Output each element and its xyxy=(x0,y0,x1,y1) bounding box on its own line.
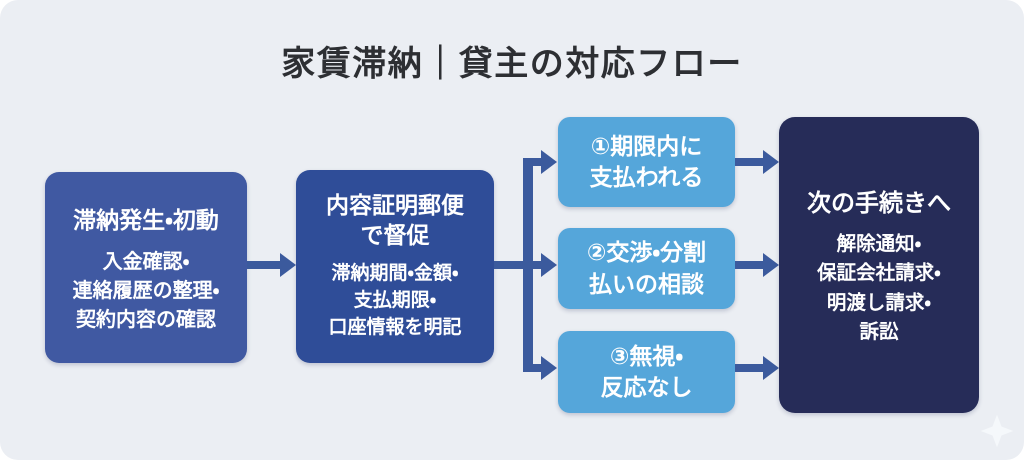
final-next-procedures-box: 次の手続きへ 解除通知・ 保証会社請求・ 明渡し請求・ 訴訟 xyxy=(779,117,979,413)
page-title: 家賃滞納｜貸主の対応フロー xyxy=(281,45,743,83)
outcome3-ignored-no-response-box: ③無視・ 反応なし xyxy=(558,331,735,413)
step1-initial-response-box: 滞納発生・初動 入金確認・ 連絡履歴の整理・ 契約内容の確認 xyxy=(45,172,247,363)
step1-body: 入金確認・ 連絡履歴の整理・ 契約内容の確認 xyxy=(72,250,220,331)
outcome1-label: ①期限内に 支払われる xyxy=(589,132,704,190)
step2-body: 滞納期間・金額・ 支払期限・ 口座情報を明記 xyxy=(328,262,462,338)
outcome2-label: ②交渉・分割 払いの相談 xyxy=(586,239,707,297)
arrow-outcome2-to-final xyxy=(735,261,763,269)
step2-demand-letter-box: 内容証明郵便 で督促 滞納期間・金額・ 支払期限・ 口座情報を明記 xyxy=(296,170,494,363)
step1-heading: 滞納発生・初動 xyxy=(73,206,219,233)
arrow-outcome3-to-final xyxy=(735,364,763,372)
arrow-branch-to-outcome3 xyxy=(533,364,541,372)
final-heading: 次の手続きへ xyxy=(807,190,951,217)
arrow-outcome1-to-final xyxy=(735,158,763,166)
step2-heading: 内容証明郵便 で督促 xyxy=(326,192,464,249)
arrow-step1-to-step2 xyxy=(247,261,280,269)
arrow-branch-to-outcome1 xyxy=(533,158,541,166)
final-body: 解除通知・ 保証会社請求・ 明渡し請求・ 訴訟 xyxy=(817,233,941,343)
branch-trunk-line xyxy=(523,158,533,372)
outcome2-negotiation-installment-box: ②交渉・分割 払いの相談 xyxy=(558,228,735,309)
outcome1-paid-within-deadline-box: ①期限内に 支払われる xyxy=(558,117,735,207)
sparkle-icon xyxy=(979,413,1015,449)
arrow-step2-to-outcome2 xyxy=(494,261,541,269)
outcome3-label: ③無視・ 反応なし xyxy=(600,342,693,400)
